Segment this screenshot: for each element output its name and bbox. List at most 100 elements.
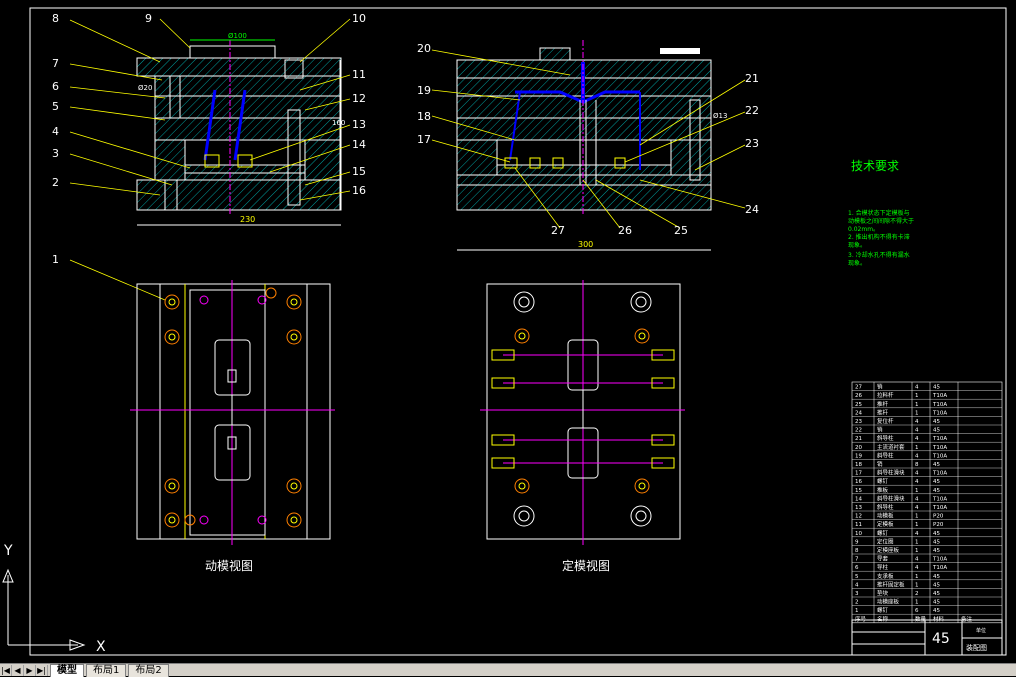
bom-cell: 26 bbox=[855, 393, 862, 399]
bom-cell: 45 bbox=[933, 479, 940, 485]
bom-cell: 45 bbox=[933, 600, 940, 606]
tech-notes: 1. 合模状态下定模板与 动模板之间间隙不得大于 0.02mm。 2. 推出机构… bbox=[848, 209, 914, 267]
bom-cell: 24 bbox=[855, 410, 862, 416]
bom-cell: 主流道衬套 bbox=[877, 443, 905, 451]
tech-note-6: 3. 冷却水孔不得有漏水 bbox=[848, 251, 910, 259]
bom-cell: 1 bbox=[915, 600, 919, 606]
bom-cell: P20 bbox=[933, 514, 944, 520]
bom-cell: 11 bbox=[855, 522, 862, 528]
bom-cell: 4 bbox=[915, 385, 919, 391]
bom-cell: 45 bbox=[933, 488, 940, 494]
dim-left-width: 230 bbox=[240, 215, 255, 224]
tab-layout1[interactable]: 布局1 bbox=[86, 663, 127, 677]
callout-27: 27 bbox=[551, 224, 565, 237]
bom-cell: 4 bbox=[915, 531, 919, 537]
callout-8: 8 bbox=[52, 12, 59, 25]
bom-header-cell: 材料 bbox=[933, 615, 945, 623]
left-section-view bbox=[136, 40, 342, 215]
bom-cell: 定位圈 bbox=[877, 537, 894, 545]
bom-cell: 20 bbox=[855, 445, 862, 451]
bom-cell: 18 bbox=[855, 462, 862, 468]
bom-cell: 拉料杆 bbox=[877, 391, 894, 399]
bom-cell: 4 bbox=[915, 557, 919, 563]
callout-24: 24 bbox=[745, 203, 759, 216]
dim-right-pin: Ø13 bbox=[713, 112, 727, 120]
bom-cell: 1 bbox=[855, 608, 859, 614]
callout-26: 26 bbox=[618, 224, 632, 237]
bom-cell: 螺钉 bbox=[877, 529, 889, 537]
bom-cell: 导柱 bbox=[877, 563, 889, 571]
bom-cell: 19 bbox=[855, 453, 862, 459]
bom-header-cell: 名称 bbox=[877, 615, 889, 623]
bom-cell: 8 bbox=[915, 462, 919, 468]
callout-6: 6 bbox=[52, 80, 59, 93]
bom-cell: 螺钉 bbox=[877, 606, 889, 614]
callout-18: 18 bbox=[417, 110, 431, 123]
bom-cell: 1 bbox=[915, 410, 919, 416]
bom-cell: 8 bbox=[855, 548, 859, 554]
bom-cell: 6 bbox=[915, 608, 919, 614]
bom-cell: 15 bbox=[855, 488, 862, 494]
bom-cell: 25 bbox=[855, 402, 862, 408]
bom-cell: 45 bbox=[933, 591, 940, 597]
left-callout-labels: 8 7 6 5 4 3 2 1 9 10 11 12 13 14 15 16 bbox=[52, 12, 366, 266]
callout-20: 20 bbox=[417, 42, 431, 55]
bom-cell: 螺钉 bbox=[877, 477, 889, 485]
bom-cell: 45 bbox=[933, 608, 940, 614]
tech-note-3: 0.02mm。 bbox=[848, 226, 879, 233]
bom-cell: 2 bbox=[855, 600, 859, 606]
bom-cell: 4 bbox=[915, 428, 919, 434]
bom-cell: 27 bbox=[855, 385, 862, 391]
drawing-frame bbox=[29, 7, 1007, 656]
bom-header-cell: 数量 bbox=[915, 615, 927, 623]
tab-nav-last[interactable]: ▶| bbox=[36, 664, 48, 676]
title-name: 装配图 bbox=[966, 643, 987, 652]
callout-13: 13 bbox=[352, 118, 366, 131]
bom-cell: 23 bbox=[855, 419, 862, 425]
bom-cell: 4 bbox=[855, 582, 859, 588]
left-callouts bbox=[69, 18, 351, 301]
bom-cell: 斜导柱滑块 bbox=[877, 494, 905, 502]
bom-cell: 1 bbox=[915, 393, 919, 399]
bom-cell: 45 bbox=[933, 419, 940, 425]
layout-tab-bar: |◀ ◀ ▶ ▶| 模型 布局1 布局2 bbox=[0, 663, 1016, 677]
bom-cell: 1 bbox=[915, 488, 919, 494]
bom-cell: 动模板 bbox=[877, 512, 894, 520]
callout-17: 17 bbox=[417, 133, 431, 146]
bom-cell: 销 bbox=[877, 383, 883, 391]
callout-5: 5 bbox=[52, 100, 59, 113]
callout-11: 11 bbox=[352, 68, 366, 81]
title-company: 单位 bbox=[976, 627, 986, 634]
tech-note-1: 1. 合模状态下定模板与 bbox=[848, 209, 910, 217]
bom-header-cell: 备注 bbox=[961, 615, 973, 623]
right-callout-labels: 20 19 18 17 27 26 25 24 23 22 21 bbox=[417, 42, 759, 237]
bom-cell: 13 bbox=[855, 505, 862, 511]
bom-cell: 4 bbox=[915, 479, 919, 485]
bom-cell: 45 bbox=[933, 428, 940, 434]
tech-note-7: 现象。 bbox=[848, 259, 866, 267]
bom-cell: 4 bbox=[915, 565, 919, 571]
bom-cell: 斜导柱 bbox=[877, 503, 894, 511]
left-dimensions: 230 Ø100 160 Ø20 bbox=[137, 32, 345, 226]
bom-cell: 45 bbox=[933, 574, 940, 580]
bom-cell: 45 bbox=[933, 531, 940, 537]
tab-nav-next[interactable]: ▶ bbox=[24, 664, 36, 676]
bom-cell: T10A bbox=[932, 393, 947, 399]
bom-cell: 支承板 bbox=[877, 572, 894, 580]
callout-12: 12 bbox=[352, 92, 366, 105]
tech-note-4: 2. 推出机构不得有卡滞 bbox=[848, 233, 910, 241]
tab-nav-prev[interactable]: ◀ bbox=[12, 664, 24, 676]
cad-drawing-canvas[interactable]: 230 Ø100 160 Ø20 8 7 6 5 4 3 2 1 9 10 bbox=[0, 0, 1016, 663]
callout-2: 2 bbox=[52, 176, 59, 189]
bom-cell: 定模板 bbox=[877, 520, 894, 528]
bom-cell: 垫块 bbox=[877, 589, 889, 597]
bom-cell: 4 bbox=[915, 436, 919, 442]
tab-layout2[interactable]: 布局2 bbox=[128, 663, 169, 677]
ucs-x-label: X bbox=[96, 639, 106, 655]
tab-nav-first[interactable]: |◀ bbox=[0, 664, 12, 676]
bom-cell: T10A bbox=[932, 471, 947, 477]
bom-cell: 1 bbox=[915, 574, 919, 580]
bom-cell: 4 bbox=[915, 505, 919, 511]
tab-model[interactable]: 模型 bbox=[50, 663, 84, 677]
